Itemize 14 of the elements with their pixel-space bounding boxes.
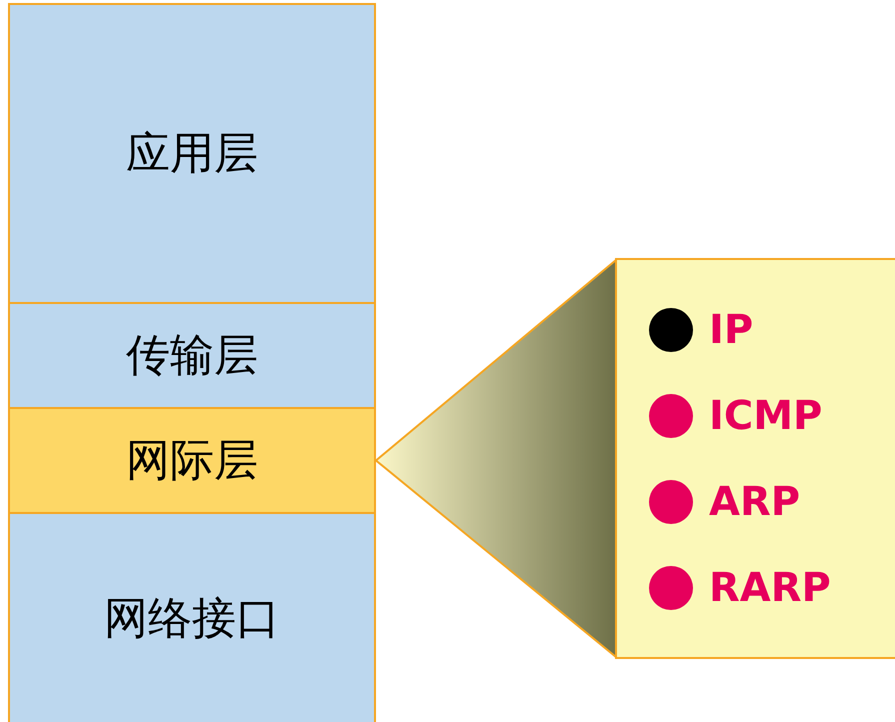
layer-label: 网际层 [126,434,258,488]
layer-box [8,407,376,514]
protocol-name: ICMP [709,392,822,438]
protocol-name: IP [709,306,754,352]
callout-wedge [374,258,617,660]
protocol-panel [615,258,895,659]
layer-label: 网络接口 [104,592,280,646]
protocol-name: ARP [709,478,800,524]
layer-box [8,512,376,722]
layer-label: 应用层 [126,127,258,181]
layer-box [8,302,376,409]
protocol-name: RARP [709,564,831,610]
layer-box [8,3,376,304]
layer-label: 传输层 [126,329,258,383]
